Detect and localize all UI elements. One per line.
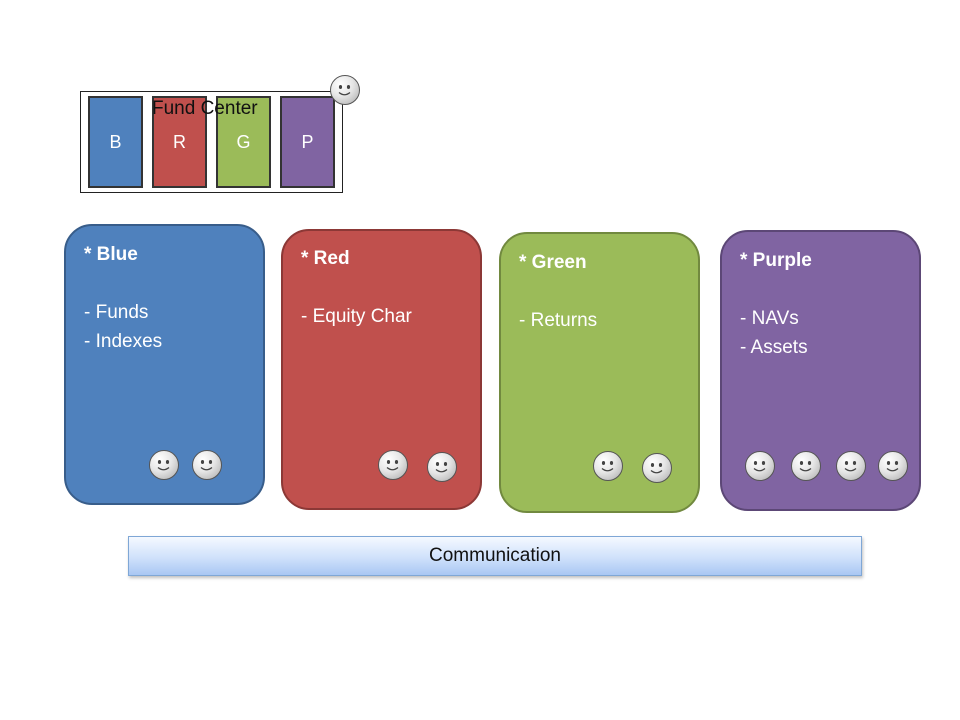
card-item: - Equity Char	[301, 306, 412, 327]
legend-box-blue: B	[88, 96, 143, 188]
smiley-face-icon	[593, 451, 623, 481]
card-item: - Returns	[519, 310, 598, 331]
smiley-face-icon	[836, 451, 866, 481]
legend-box-green: G	[216, 96, 271, 188]
legend-label-red: R	[173, 131, 186, 152]
card-item: - NAVs	[740, 308, 799, 329]
card-title: * Purple	[740, 250, 812, 271]
legend-title: Fund Center	[152, 98, 258, 119]
communication-label: Communication	[429, 545, 561, 566]
card-purple: * Purple - NAVs - Assets	[720, 230, 921, 511]
legend-box-purple: P	[280, 96, 335, 188]
card-title: * Blue	[84, 244, 138, 265]
smiley-face-icon	[878, 451, 908, 481]
smiley-face-icon	[330, 75, 360, 105]
card-item: - Assets	[740, 337, 808, 358]
card-title: * Green	[519, 252, 587, 273]
communication-bar: Communication	[128, 536, 862, 576]
legend-label-blue: B	[109, 131, 122, 152]
legend-box-red: R	[152, 96, 207, 188]
card-green: * Green - Returns	[499, 232, 700, 513]
card-item: - Funds	[84, 302, 149, 323]
card-red: * Red - Equity Char	[281, 229, 482, 510]
smiley-face-icon	[378, 450, 408, 480]
card-item: - Indexes	[84, 331, 163, 352]
smiley-face-icon	[149, 450, 179, 480]
legend-label-green: G	[236, 131, 251, 152]
smiley-face-icon	[192, 450, 222, 480]
smiley-face-icon	[791, 451, 821, 481]
card-blue: * Blue - Funds - Indexes	[64, 224, 265, 505]
smiley-face-icon	[642, 453, 672, 483]
smiley-face-icon	[745, 451, 775, 481]
smiley-face-icon	[427, 452, 457, 482]
card-title: * Red	[301, 248, 350, 269]
legend-label-purple: P	[301, 131, 314, 152]
